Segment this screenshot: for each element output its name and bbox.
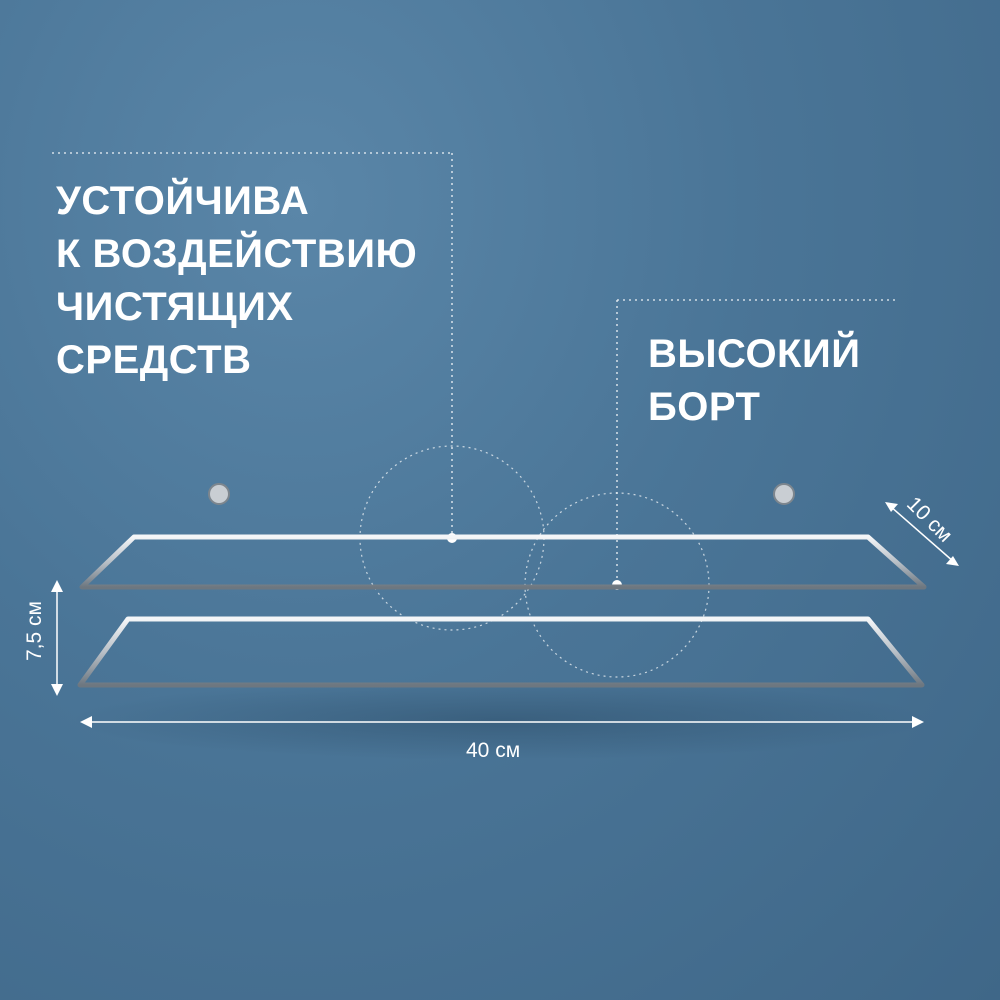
height-dimension-arrow — [51, 580, 63, 696]
feature-high-rim: ВЫСОКИЙ БОРТ — [648, 328, 860, 434]
feature-1-line-1: УСТОЙЧИВА — [56, 179, 310, 223]
height-label: 7,5 см — [23, 601, 46, 661]
feature-2-line-1: ВЫСОКИЙ — [648, 332, 861, 376]
top-rail — [79, 534, 927, 590]
depth-dimension-arrow — [885, 502, 959, 566]
basket-frame — [77, 616, 925, 688]
feature-cleaning-resistance: УСТОЙЧИВА К ВОЗДЕЙСТВИЮ ЧИСТЯЩИХ СРЕДСТВ — [56, 175, 417, 387]
feature-1-line-4: СРЕДСТВ — [56, 338, 252, 382]
basket-wires — [90, 628, 914, 674]
shelf-shadow — [70, 680, 930, 760]
wall-bracket-left — [208, 489, 231, 615]
callout-leader-2 — [616, 299, 896, 585]
feature-1-line-2: К ВОЗДЕЙСТВИЮ — [56, 232, 418, 276]
width-label: 40 см — [466, 739, 521, 762]
wall-bracket-right — [772, 489, 795, 615]
feature-1-line-3: ЧИСТЯЩИХ — [56, 285, 294, 329]
feature-2-line-2: БОРТ — [648, 385, 761, 429]
width-dimension-arrow — [80, 716, 924, 728]
shelf-icon — [77, 483, 927, 688]
callout-leader-1 — [52, 152, 453, 538]
